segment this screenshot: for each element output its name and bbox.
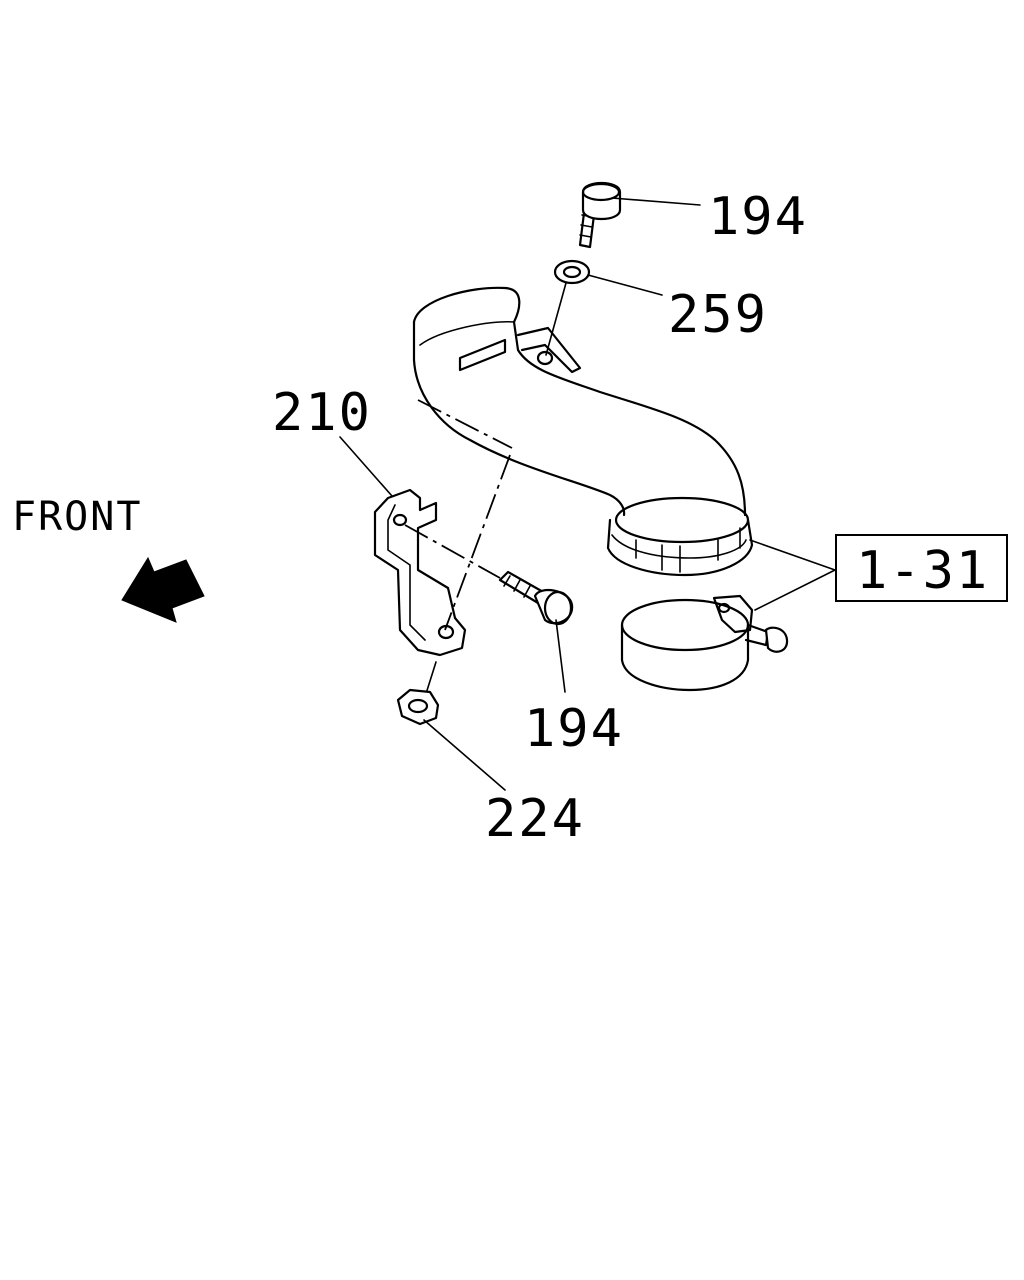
front-arrow-icon	[121, 556, 205, 623]
assembly-ref-box	[835, 534, 1008, 602]
callout-bolt-top: 194	[708, 187, 808, 247]
intake-duct	[412, 286, 754, 577]
bolt-bottom-icon	[498, 570, 574, 626]
washer-icon	[553, 259, 591, 285]
bracket-icon	[373, 488, 467, 657]
callout-bolt-bottom: 194	[524, 699, 624, 759]
callout-nut: 224	[485, 789, 585, 849]
bolt-top-icon	[578, 181, 622, 249]
callout-assembly-ref: 1-31	[856, 541, 989, 601]
hose-clamp-icon	[620, 594, 789, 692]
nut-icon	[396, 688, 440, 726]
front-label: FRONT	[12, 494, 142, 540]
callout-bracket: 210	[272, 383, 372, 443]
callout-washer: 259	[668, 285, 768, 345]
